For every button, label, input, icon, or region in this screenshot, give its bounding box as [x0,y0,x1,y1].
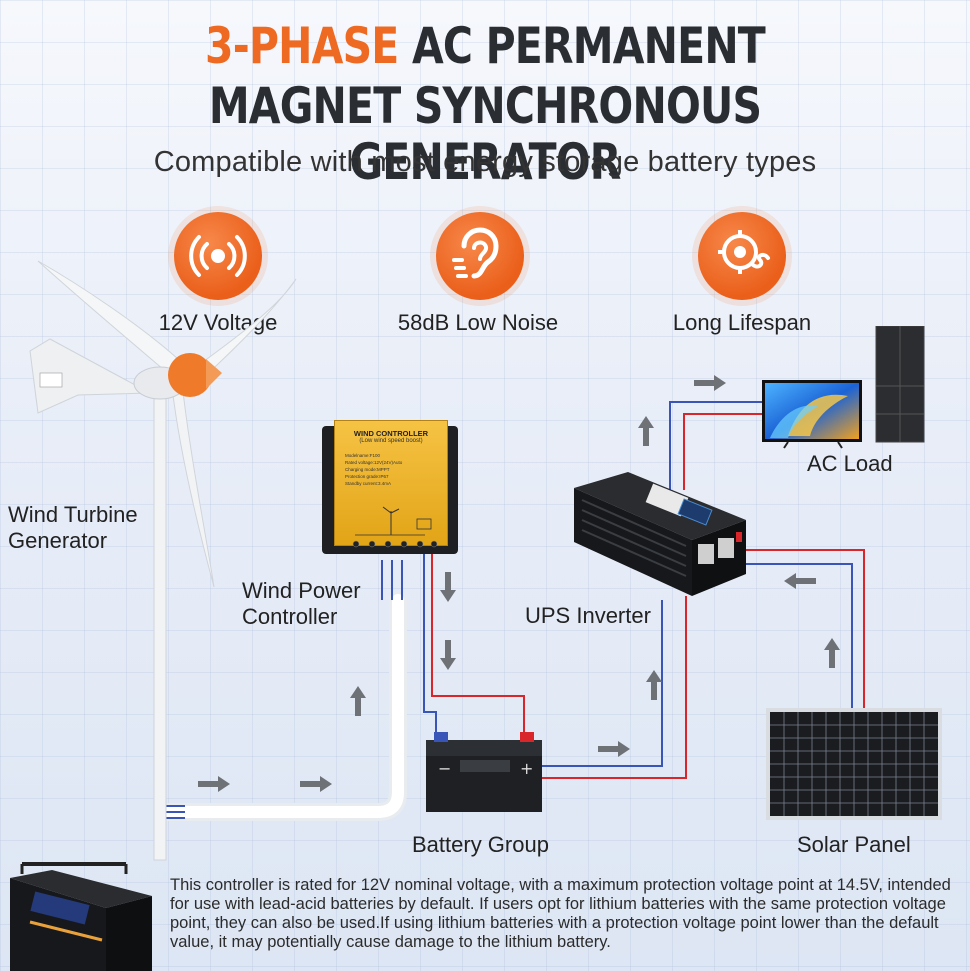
label-wind-power-controller-text: Wind Power Controller [242,578,361,629]
title-line-1-rest: AC PERMANENT [411,17,766,75]
label-wind-turbine-text: Wind Turbine Generator [8,502,138,553]
label-wind-power-controller: Wind Power Controller [242,578,361,630]
label-battery-group: Battery Group [412,832,549,857]
label-solar-panel: Solar Panel [797,832,911,857]
label-ac-load: AC Load [807,451,893,476]
feature-label-lifespan: Long Lifespan [672,310,812,335]
lifespan-target-icon [698,212,786,300]
label-wind-turbine: Wind Turbine Generator [8,502,138,554]
flow-arrows [198,375,840,792]
ear-icon [436,212,524,300]
title-line-2: MAGNET SYNCHRONOUS GENERATOR [208,77,762,191]
controller-spec: Charging mode:MPPT [345,467,390,472]
ups-inverter-device [574,472,746,596]
controller-subtitle: (Low wind speed boost) [359,438,423,444]
controller-spec: Modelname:F100 [345,453,381,458]
ac-load-devices [762,326,925,449]
sound-waves-icon [174,212,262,300]
controller-spec: Standby current:3.4mA [345,481,392,486]
title-line-1: 3-PHASE AC PERMANENT [87,18,882,74]
controller-spec: Rated voltage:12V(24V)Auto [345,460,403,465]
svg-text:+: + [520,759,533,778]
subtitle: Compatible with most energy storage batt… [153,146,817,178]
solar-panel-device [766,708,942,820]
lithium-battery-image [10,862,152,971]
svg-text:−: − [438,759,451,778]
footer-note: This controller is rated for 12V nominal… [170,876,951,951]
label-ups-inverter: UPS Inverter [525,603,651,628]
wind-turbine-illustration [29,260,297,861]
feature-label-noise: 58dB Low Noise [397,310,559,335]
controller-title: WIND CONTROLLER [353,429,429,438]
battery-group-device: − + [426,732,542,812]
controller-spec: Protection grade:IP67 [345,474,389,479]
wind-controller-device: WIND CONTROLLER (Low wind speed boost) M… [322,420,458,554]
title-accent: 3-PHASE [205,17,399,75]
